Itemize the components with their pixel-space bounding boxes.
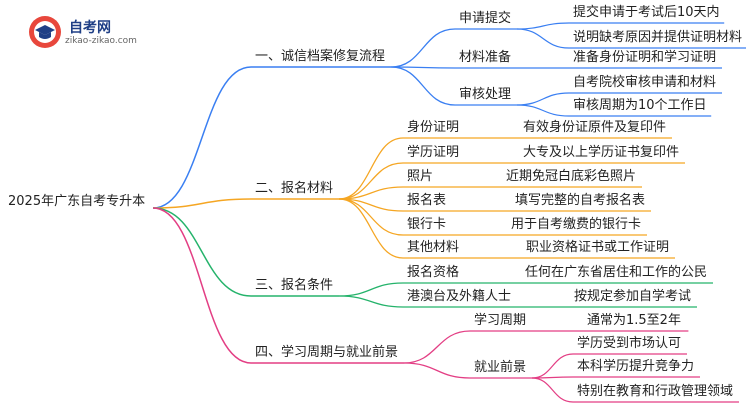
- branch-to-child-connector: [390, 66, 456, 69]
- child-label: 其他材料: [407, 240, 460, 255]
- detail-label: 大专及以上学历证书复印件: [523, 145, 680, 160]
- child-label: 学历证明: [407, 145, 460, 160]
- detail-label: 按规定参加自学考试: [574, 289, 692, 304]
- detail-label: 填写完整的自考报名表: [515, 193, 646, 208]
- child-to-detail-connector: [516, 28, 570, 49]
- detail-label: 学历受到市场认可: [577, 336, 682, 351]
- branch-to-child-connector: [338, 137, 404, 200]
- root-to-branch-connector: [152, 198, 252, 209]
- detail-label: 准备身份证明和学习证明: [573, 50, 717, 65]
- root-topic: 2025年广东自考专升本: [8, 194, 146, 209]
- child-label: 报名表: [407, 193, 447, 208]
- child-to-detail-connector: [531, 377, 574, 403]
- detail-label: 审核周期为10个工作日: [573, 98, 707, 113]
- branch-to-child-connector: [338, 295, 404, 308]
- branch-label: 一、诚信档案修复流程: [255, 49, 386, 64]
- graduation-cap-icon: [29, 16, 61, 48]
- branch-to-child-connector: [403, 330, 471, 364]
- detail-label: 近期免冠白底彩色照片: [506, 169, 637, 184]
- detail-label: 自考院校审核申请和材料: [573, 75, 717, 90]
- child-label: 港澳台及外籍人士: [407, 289, 512, 304]
- child-label: 报名资格: [407, 265, 460, 280]
- branch-to-child-connector: [403, 362, 471, 379]
- child-label: 银行卡: [407, 217, 447, 232]
- branch-to-child-connector: [390, 66, 456, 106]
- child-label: 申请提交: [459, 11, 512, 26]
- detail-label: 有效身份证原件及复印件: [523, 120, 667, 135]
- branch-label: 二、报名材料: [255, 181, 334, 196]
- detail-label: 任何在广东省居住和工作的公民: [525, 265, 708, 280]
- branch-to-child-connector: [338, 198, 404, 259]
- child-to-detail-connector: [516, 22, 570, 30]
- detail-label: 说明缺考原因并提供证明材料: [573, 30, 743, 45]
- child-label: 学习周期: [474, 313, 527, 328]
- logo-name: 自考网: [69, 20, 111, 36]
- detail-label: 职业资格证书或工作证明: [526, 240, 670, 255]
- root-to-branch-connector: [152, 207, 252, 364]
- logo-url: zikao-zikao.com: [65, 36, 137, 46]
- root-to-branch-connector: [152, 66, 252, 209]
- branch-label: 三、报名条件: [255, 278, 334, 293]
- detail-label: 通常为1.5至2年: [587, 313, 681, 328]
- branch-label: 四、学习周期与就业前景: [255, 345, 399, 360]
- detail-label: 用于自考缴费的银行卡: [511, 217, 642, 232]
- child-to-detail-connector: [516, 104, 570, 117]
- detail-label: 本科学历提升竞争力: [577, 359, 695, 374]
- branch-to-child-connector: [390, 28, 456, 68]
- site-logo[interactable]: 自考网 zikao-zikao.com: [27, 14, 157, 50]
- detail-label: 提交申请于考试后10天内: [573, 5, 720, 20]
- root-to-branch-connector: [152, 207, 252, 297]
- child-to-detail-connector: [531, 353, 574, 379]
- child-label: 就业前景: [474, 360, 527, 375]
- child-to-detail-connector: [516, 92, 570, 106]
- branch-to-child-connector: [338, 282, 404, 297]
- branch-to-child-connector: [338, 162, 404, 200]
- child-label: 材料准备: [459, 50, 512, 65]
- child-label: 照片: [407, 169, 434, 184]
- detail-label: 特别在教育和行政管理领域: [577, 384, 734, 399]
- child-label: 审核处理: [459, 87, 512, 102]
- child-label: 身份证明: [407, 120, 460, 135]
